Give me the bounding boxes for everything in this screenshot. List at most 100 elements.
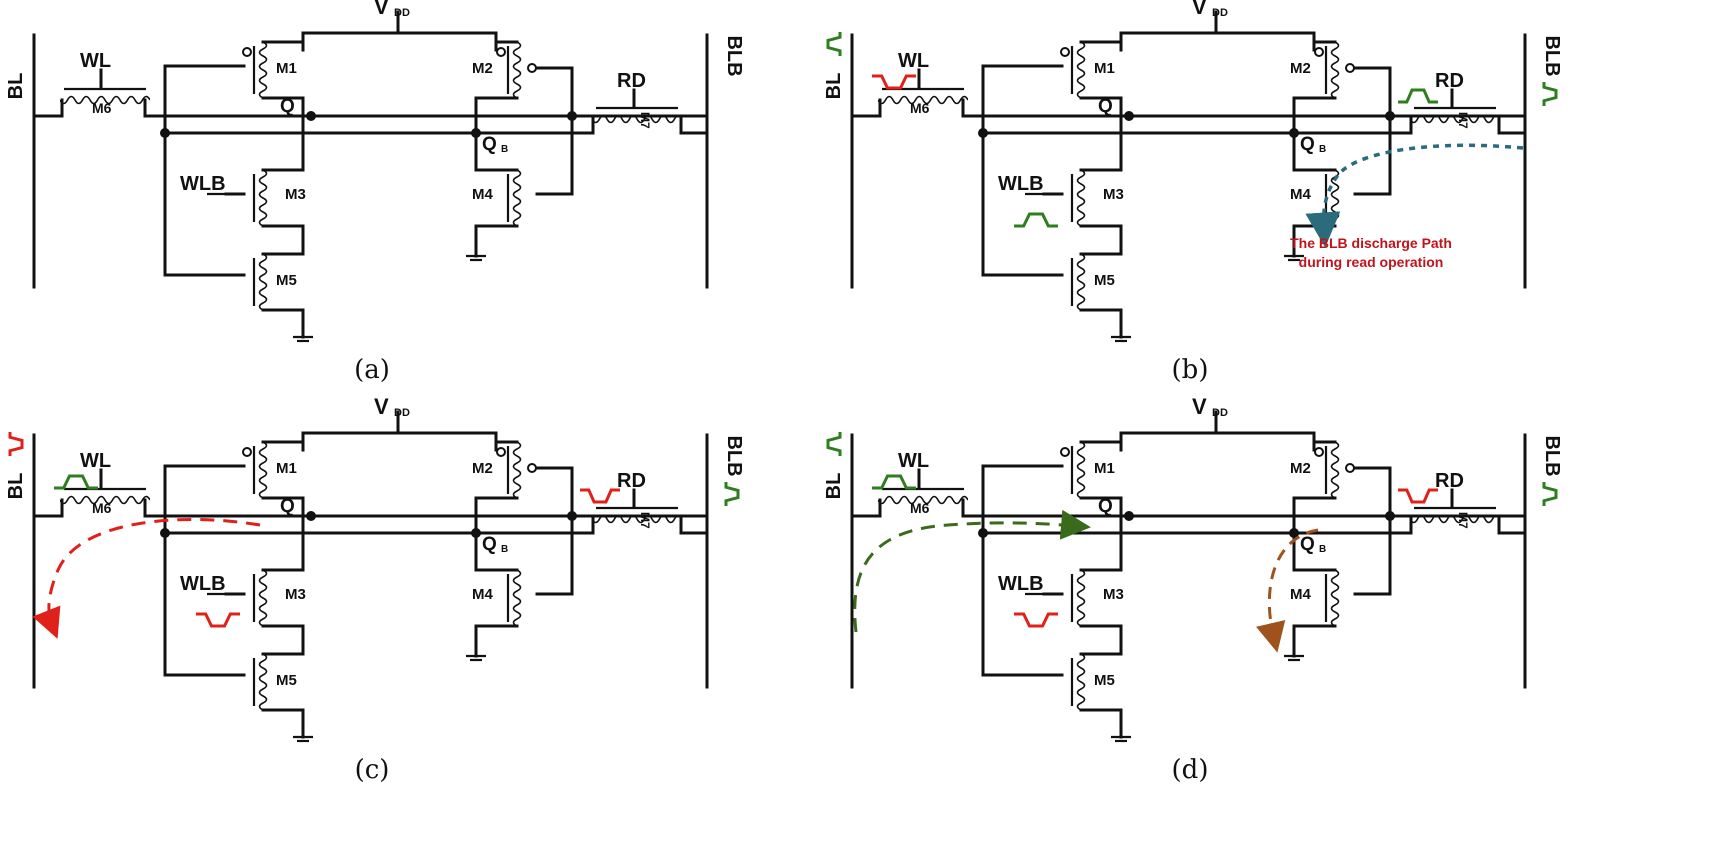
nmos-m4 (506, 570, 522, 626)
m5-label: M5 (276, 272, 297, 289)
dashed-arrow-icon (853, 509, 1091, 633)
q-junction (1124, 111, 1134, 121)
transistor-channel (1076, 42, 1086, 98)
pmos-bubble (527, 463, 537, 473)
pmos-m1 (242, 442, 268, 498)
qb-label: Q (1300, 534, 1315, 555)
qb-junction (471, 528, 481, 538)
bl-label: BL (823, 473, 845, 500)
nmos-m7 (592, 106, 682, 124)
m7-label: M7 (1456, 112, 1470, 129)
wire (1292, 496, 1337, 534)
wire (1079, 624, 1123, 656)
vdd-rail (301, 431, 498, 452)
m3-label: M3 (1103, 586, 1124, 603)
nmos-m7 (1410, 106, 1500, 124)
transistor-channel (1076, 570, 1086, 626)
nmos-m6 (60, 487, 150, 505)
wlb-label: WLB (180, 173, 226, 195)
nmos-m6 (60, 87, 150, 105)
wl-label: WL (898, 450, 929, 472)
junction-dot (567, 111, 577, 121)
vdd-subscript: DD (394, 407, 410, 419)
m2-label: M2 (472, 60, 493, 77)
bl-signal-icon (826, 432, 842, 456)
wire (1079, 308, 1123, 327)
blb-label: BLB (723, 435, 745, 476)
q-label: Q (1098, 496, 1113, 517)
transistor-channel (258, 442, 268, 498)
wl-label: WL (80, 450, 111, 472)
dashed-arrow-icon (1305, 143, 1524, 248)
m6-label: M6 (92, 100, 112, 116)
pmos-bubble (1345, 63, 1355, 73)
wire (474, 224, 519, 246)
wire (261, 440, 305, 452)
rd-signal-icon (580, 488, 620, 504)
q-label: Q (280, 96, 295, 117)
wlb-label: WLB (998, 173, 1044, 195)
vdd-subscript: DD (394, 7, 410, 19)
qb-label: Q (1300, 134, 1315, 155)
transistor-channel (1076, 254, 1086, 310)
wire (981, 464, 1064, 677)
blb-label: BLB (1541, 35, 1563, 76)
wlb-signal-icon (1014, 612, 1058, 628)
bl-signal-icon (8, 432, 24, 456)
ground-icon (466, 242, 486, 262)
wl-signal-icon (872, 74, 916, 90)
wlb-signal-icon (1014, 212, 1058, 228)
junction-dot (160, 128, 170, 138)
wire (261, 114, 305, 172)
ground-icon (466, 642, 486, 662)
wire (261, 96, 305, 118)
wl-signal-icon (872, 474, 916, 490)
transistor-channel (258, 654, 268, 710)
qb-label: Q (482, 134, 497, 155)
wire (1079, 224, 1123, 256)
vdd-label: V (1192, 0, 1207, 19)
wire (261, 224, 305, 256)
m6-label: M6 (910, 100, 930, 116)
qb-junction (1289, 128, 1299, 138)
m7-label: M7 (638, 512, 652, 529)
ground-icon (293, 723, 313, 743)
nmos-m3 (1070, 570, 1086, 626)
vdd-rail (301, 31, 498, 52)
blb-signal-icon (724, 482, 740, 506)
wire (261, 514, 305, 572)
panel-caption: (b) (1172, 355, 1209, 385)
qb-subscript: B (1319, 144, 1326, 155)
junction-dot (567, 511, 577, 521)
qb-subscript: B (501, 544, 508, 555)
blb-path-annotation-line1: The BLB discharge Path (1290, 235, 1452, 251)
wire (474, 131, 519, 172)
wl-label: WL (80, 50, 111, 72)
m3-label: M3 (285, 586, 306, 603)
wire (1079, 708, 1123, 727)
vdd-label: V (374, 0, 389, 19)
pmos-bubble (242, 447, 252, 457)
transistor-channel (512, 442, 522, 498)
rd-label: RD (617, 470, 646, 492)
junction-dot (1385, 111, 1395, 121)
pmos-bubble (1060, 47, 1070, 57)
pmos-bubble (1345, 463, 1355, 473)
transistor-channel (1076, 442, 1086, 498)
bl-label: BL (823, 73, 845, 100)
m5-label: M5 (1094, 272, 1115, 289)
m2-label: M2 (472, 460, 493, 477)
wire (1292, 96, 1337, 134)
nmos-m7 (1410, 506, 1500, 524)
dashed-arrow-icon (32, 518, 261, 639)
wire (1079, 514, 1123, 572)
transistor-channel (258, 170, 268, 226)
transistor-channel (258, 570, 268, 626)
wire (981, 64, 1064, 277)
wire (474, 624, 519, 646)
m4-label: M4 (472, 186, 493, 203)
qb-junction (1289, 528, 1299, 538)
